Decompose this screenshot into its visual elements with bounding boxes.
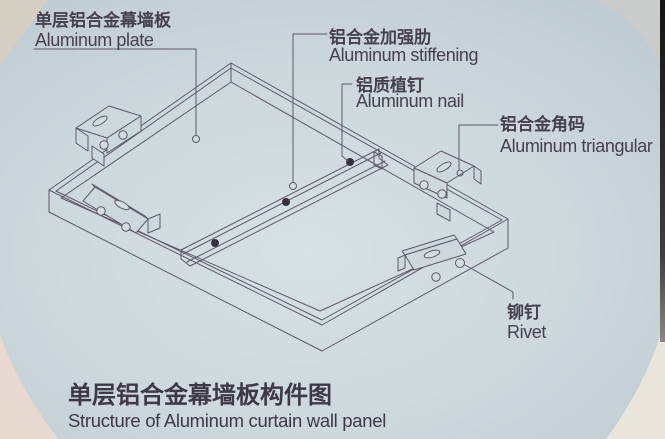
bracket-upper-right bbox=[413, 150, 482, 222]
photo-corner-top-right bbox=[594, 0, 665, 78]
leader-rivet bbox=[464, 264, 514, 300]
leader-stiffening-dot bbox=[289, 182, 297, 190]
nail-dot bbox=[211, 239, 219, 247]
stiffening-rib bbox=[180, 148, 389, 267]
rib-end-cap-left bbox=[180, 249, 191, 267]
caption-zh: 单层铝合金幕墙板构件图 bbox=[68, 381, 332, 409]
label-rivet-zh: 铆钉 bbox=[507, 302, 541, 322]
bracket-leg-tip bbox=[91, 145, 105, 167]
rivet-head bbox=[419, 180, 429, 190]
label-stiffening-zh: 铝合金加强肋 bbox=[329, 27, 431, 47]
nail-dot bbox=[346, 158, 354, 166]
label-rivet-en: Rivet bbox=[507, 322, 546, 342]
caption-en: Structure of Aluminum curtain wall panel bbox=[68, 410, 386, 431]
tray-rim-inner bbox=[55, 67, 503, 321]
tray-front-wall-outline bbox=[48, 189, 509, 352]
rib-web-bottom-edge bbox=[186, 160, 386, 263]
rib-end-plate bbox=[373, 151, 383, 170]
rib-top-back-edge bbox=[180, 148, 380, 251]
label-plate-en: Aluminum plate bbox=[35, 30, 154, 50]
label-corner-bracket-en: Aluminum triangular bbox=[500, 136, 653, 156]
bracket-slot bbox=[92, 115, 108, 127]
rib-end-cap-right bbox=[378, 148, 389, 166]
label-plate-zh: 单层铝合金幕墙板 bbox=[35, 10, 172, 30]
bracket-upper-left bbox=[75, 105, 142, 167]
bracket-slot bbox=[436, 161, 452, 173]
tray-floor bbox=[60, 81, 495, 312]
bracket-flange bbox=[75, 127, 89, 152]
rivet-head bbox=[96, 206, 106, 216]
bracket-leg-tip bbox=[436, 202, 451, 222]
rivet-head bbox=[121, 222, 131, 232]
label-corner-bracket-zh: 铝合金角码 bbox=[500, 114, 585, 134]
bracket-slot bbox=[423, 249, 441, 259]
label-nail-en: Aluminum nail bbox=[356, 91, 464, 111]
rib-top-front-edge bbox=[182, 152, 382, 255]
rivet-head bbox=[437, 189, 447, 199]
bracket-outer-face bbox=[82, 186, 149, 234]
rivet-head bbox=[431, 272, 441, 282]
photo-corner-top-left bbox=[0, 0, 48, 65]
bracket-lower-right bbox=[397, 234, 467, 282]
leader-lines bbox=[33, 33, 514, 300]
rivet-head bbox=[118, 130, 128, 140]
page-edge-strip bbox=[660, 0, 665, 342]
bracket-slot bbox=[114, 199, 130, 211]
bracket-flange bbox=[147, 213, 161, 234]
rib-flange-bottom-edge bbox=[189, 164, 389, 267]
leader-bracket-dot bbox=[456, 169, 464, 177]
leader-bracket bbox=[458, 124, 499, 170]
bracket-flange bbox=[397, 254, 406, 272]
leader-plate bbox=[33, 48, 197, 136]
photo-corner-bottom-left bbox=[0, 334, 58, 439]
rivet-head bbox=[99, 140, 109, 150]
photo-corner-bottom-right bbox=[606, 320, 665, 439]
label-stiffening-en: Aluminum stiffening bbox=[329, 45, 478, 65]
label-nail-zh: 铝质植钉 bbox=[356, 75, 424, 95]
leader-plate-dot bbox=[192, 135, 200, 143]
leader-nail bbox=[341, 83, 353, 162]
bracket-lower-left bbox=[82, 183, 161, 234]
rivet-head-pointed bbox=[455, 258, 465, 268]
bracket-flange bbox=[473, 165, 482, 185]
bracket-front-face bbox=[413, 167, 448, 199]
leader-stiffening bbox=[292, 33, 328, 183]
nail-dot bbox=[282, 198, 290, 206]
